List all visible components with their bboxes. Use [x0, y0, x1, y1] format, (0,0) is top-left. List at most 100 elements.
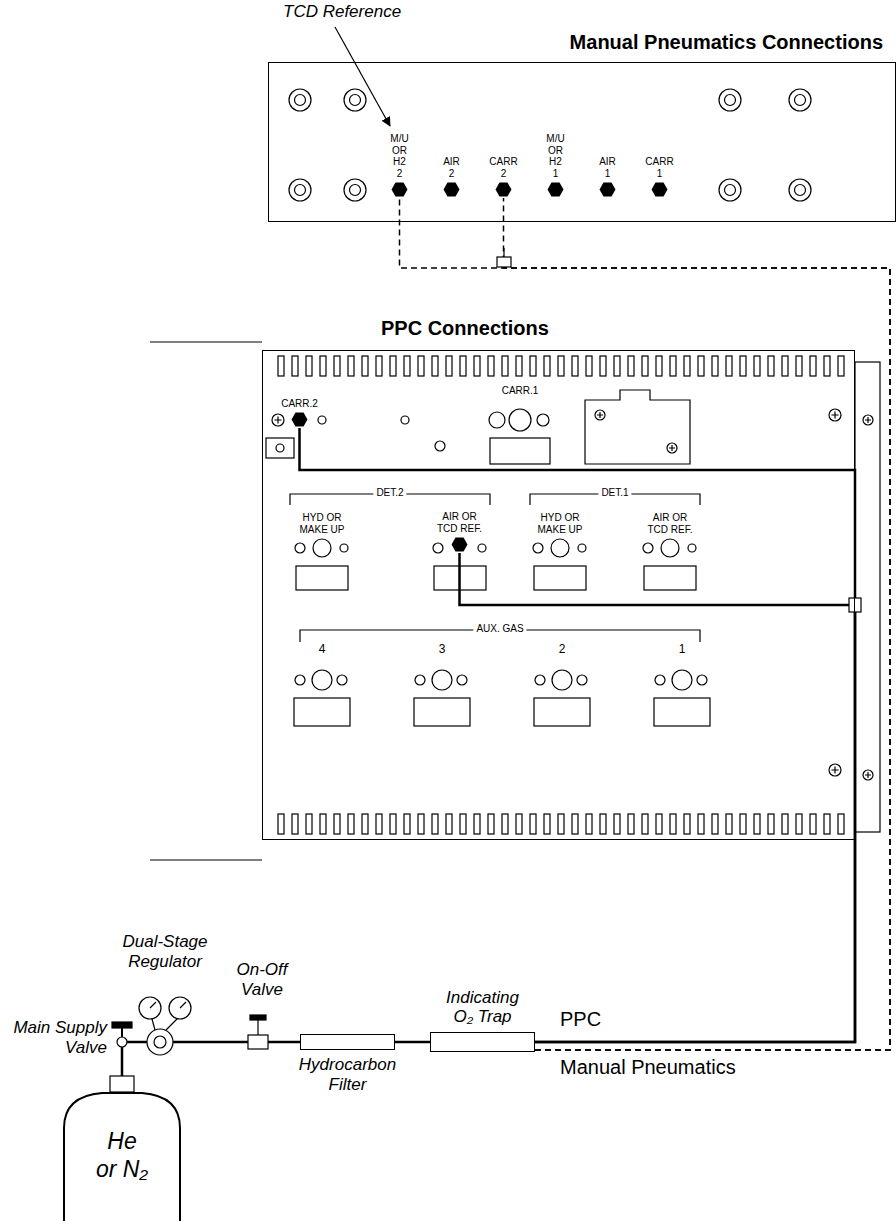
vent-slot	[754, 814, 760, 834]
hex-fitting	[651, 181, 668, 198]
vent-slot	[544, 814, 550, 834]
vent-slot	[348, 356, 354, 376]
vent-slot	[726, 356, 732, 376]
screw-slot	[831, 766, 838, 773]
vent-slot	[502, 814, 508, 834]
line-label: Manual Pneumatics	[560, 1056, 736, 1079]
part-label: Hydrocarbon Filter	[293, 1055, 403, 1094]
module-block	[534, 698, 590, 726]
hex-fitting	[291, 411, 308, 428]
group-bracket	[290, 494, 700, 505]
mounting-hole-inner	[795, 185, 806, 196]
connection-panel: PPC ConnectionsCARR.2AIR OR TCD REF.	[262, 350, 855, 840]
valve-block	[585, 390, 690, 464]
vent-slot	[572, 356, 578, 376]
on-off-valve	[248, 1035, 268, 1049]
vent-slot	[432, 814, 438, 834]
hex-fitting	[391, 181, 408, 198]
hex-nut	[652, 183, 668, 197]
ppc-gas-line	[300, 428, 856, 1042]
gas-fitting: AIR 1	[599, 156, 616, 198]
vent-slot	[768, 356, 774, 376]
port	[457, 675, 467, 685]
port	[435, 441, 445, 451]
port	[577, 675, 587, 685]
port	[295, 675, 305, 685]
valve-stem	[257, 1020, 258, 1035]
filter-tube: Hydrocarbon Filter	[300, 1034, 395, 1050]
port	[661, 539, 679, 557]
port-label: CARR 1	[645, 156, 673, 179]
port	[295, 543, 305, 553]
leader-arrow	[335, 27, 390, 126]
vent-slot	[824, 814, 830, 834]
mounting-hole	[289, 179, 311, 201]
port	[688, 544, 696, 552]
cylinder-outline	[62, 1090, 182, 1221]
port-number: 3	[439, 643, 446, 657]
vent-slot	[810, 814, 816, 834]
group-label: AUX. GAS	[473, 623, 526, 635]
vent-slot	[740, 814, 746, 834]
vent-slot	[810, 356, 816, 376]
vent-slot	[516, 814, 522, 834]
cylinder-neck	[110, 1076, 134, 1092]
vent-slot	[306, 814, 312, 834]
screw	[829, 409, 841, 421]
port	[478, 544, 486, 552]
vent-slot	[418, 356, 424, 376]
vent-slot	[838, 814, 844, 834]
screw	[863, 415, 873, 425]
port	[318, 416, 326, 424]
gas-fitting: CARR 1	[645, 156, 673, 198]
port-label: CARR 2	[489, 156, 517, 179]
hex-nut	[392, 183, 408, 197]
regulator-knob	[154, 1036, 166, 1048]
port	[340, 544, 348, 552]
port	[537, 414, 549, 426]
vent-slot	[586, 814, 592, 834]
port	[415, 675, 425, 685]
gauge-stem	[166, 1019, 177, 1030]
mounting-hole	[344, 89, 366, 111]
hex-fitting	[599, 181, 616, 198]
vent-slot	[432, 356, 438, 376]
mounting-hole-inner	[295, 185, 306, 196]
vent-slot	[628, 814, 634, 834]
screw-slot	[274, 416, 281, 423]
valve-stem	[121, 1028, 123, 1076]
vent-slot	[460, 814, 466, 834]
tee-stub	[503, 248, 504, 257]
port-label: M/U OR H2 1	[546, 133, 564, 179]
port	[643, 543, 653, 553]
screw-slot	[597, 412, 603, 418]
vent-slot	[278, 814, 284, 834]
vent-slot	[558, 356, 564, 376]
port	[401, 416, 409, 424]
screw	[595, 410, 605, 420]
vent-slot	[320, 814, 326, 834]
vent-slot	[292, 356, 298, 376]
vent-slot	[376, 814, 382, 834]
hex-nut	[452, 538, 468, 552]
hex-nut	[496, 183, 512, 197]
port-label: HYD OR MAKE UP	[297, 512, 347, 535]
gas-cylinder: He or N₂	[62, 1090, 182, 1221]
frame-edge	[150, 342, 262, 860]
vent-slot	[306, 356, 312, 376]
vent-slot	[684, 814, 690, 834]
vent-slot	[418, 814, 424, 834]
port	[313, 539, 331, 557]
vent-slot	[670, 814, 676, 834]
cylinder-shape	[64, 1093, 180, 1221]
vent-slot	[796, 356, 802, 376]
vent-slot	[712, 356, 718, 376]
vent-slot	[544, 356, 550, 376]
valve-body	[117, 1037, 127, 1047]
port-label: M/U OR H2 2	[390, 133, 408, 179]
vent-slot	[404, 814, 410, 834]
hex-nut	[292, 413, 308, 427]
trap-tube: Indicating O₂ Trap	[430, 1032, 535, 1052]
tee-fitting	[497, 257, 511, 267]
gauge-needle	[150, 1002, 186, 1008]
